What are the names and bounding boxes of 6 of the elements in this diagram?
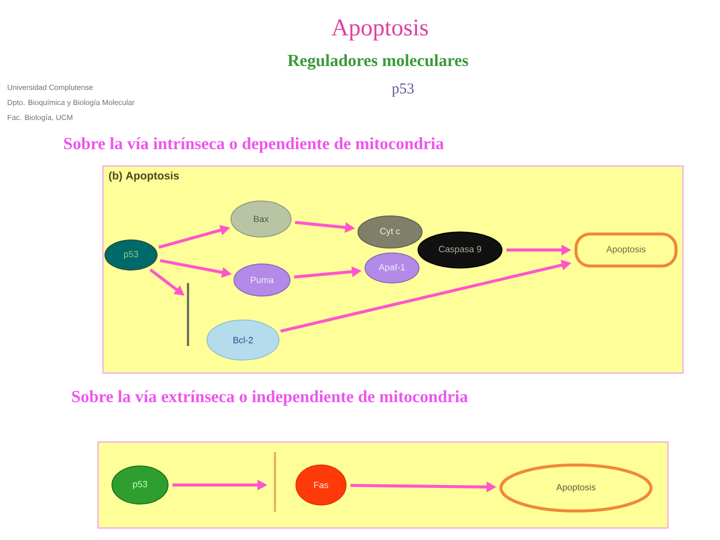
outcome-box: Apoptosis bbox=[574, 232, 678, 268]
title: Apoptosis bbox=[332, 20, 428, 40]
subtitle: Reguladores moleculares bbox=[288, 54, 468, 70]
section-heading: Sobre la vía extrínseca o independiente de mitocondria bbox=[72, 390, 468, 406]
subtitle: p53 bbox=[392, 83, 414, 97]
section-heading: Sobre la vía intrínseca o dependiente de mitocondria bbox=[64, 137, 444, 153]
